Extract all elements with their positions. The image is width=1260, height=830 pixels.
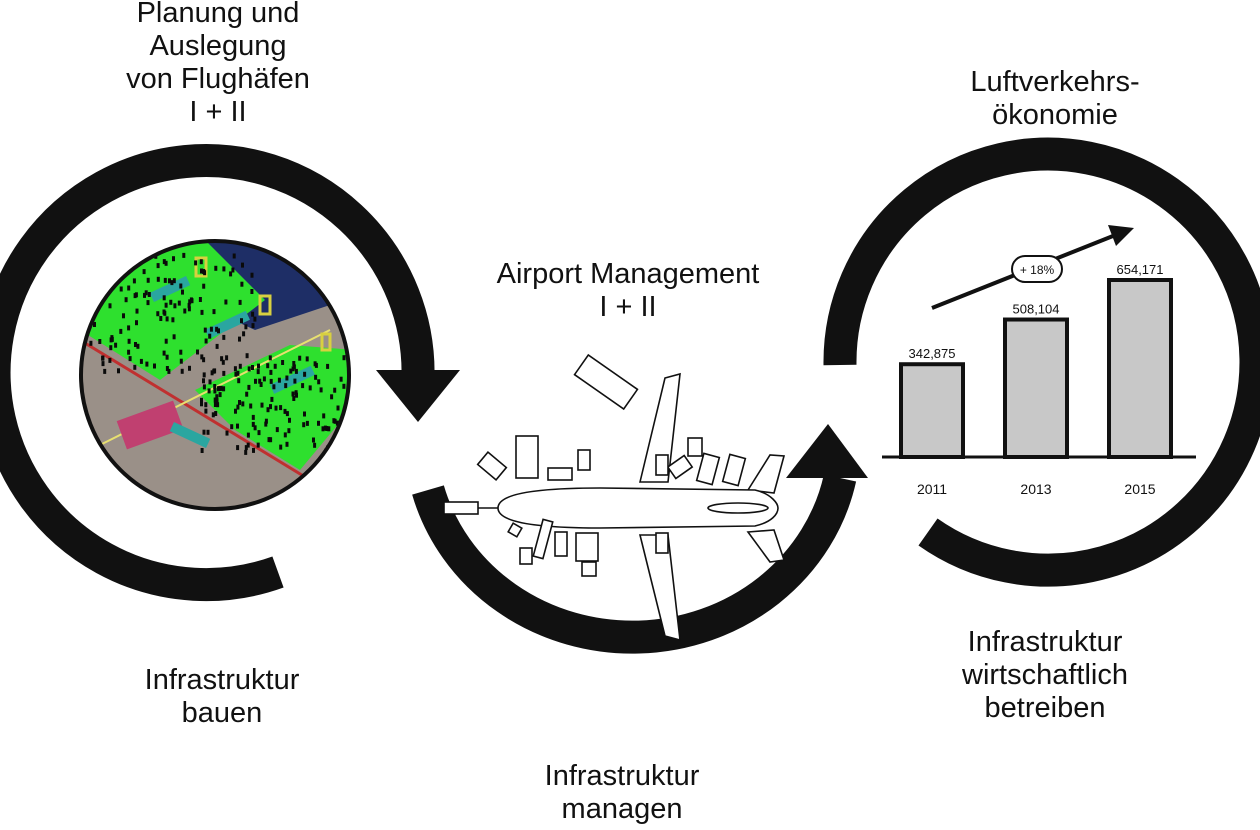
- left-title-line: I + II: [189, 96, 247, 128]
- left-title-line: Planung und: [136, 0, 300, 29]
- growth-badge-label: + 18%: [1020, 263, 1055, 277]
- left-cycle-caption: Infrastruktur bauen: [72, 664, 372, 730]
- growth-trend-arrow: + 18%: [931, 225, 1134, 310]
- bar-chart: 342,875 2011 508,104 2013 654,171 2015 + 18%: [882, 225, 1196, 497]
- bar-2011: [899, 362, 965, 459]
- left-cycle-title: Planung und Auslegung von Flughäfen I + …: [68, 0, 368, 129]
- right-caption-line: wirtschaftlich: [962, 659, 1128, 691]
- bar-2015: [1107, 278, 1173, 459]
- right-cycle-arrow: [823, 137, 1260, 587]
- right-title-line: ökonomie: [992, 99, 1118, 131]
- left-caption-line: Infrastruktur: [144, 664, 300, 696]
- middle-cycle-title: Airport Management I + II: [428, 258, 828, 324]
- middle-title-line: Airport Management: [496, 258, 760, 290]
- x-tick-label: 2015: [1124, 481, 1155, 497]
- middle-cycle-arrow: [412, 424, 868, 654]
- bar-2013: [1003, 317, 1069, 460]
- aircraft-apron-drawing: [443, 353, 786, 642]
- middle-cycle-caption: Infrastruktur managen: [472, 760, 772, 826]
- right-cycle-title: Luftverkehrs- ökonomie: [905, 66, 1205, 132]
- bar-value-label: 654,171: [1117, 262, 1164, 277]
- bar-value-label: 342,875: [909, 346, 956, 361]
- left-caption-line: bauen: [181, 697, 263, 729]
- middle-caption-line: managen: [561, 793, 683, 825]
- right-caption-line: Infrastruktur: [967, 626, 1123, 658]
- growth-badge: [1011, 255, 1063, 283]
- right-caption-line: betreiben: [984, 692, 1106, 724]
- x-tick-label: 2013: [1020, 481, 1051, 497]
- right-title-line: Luftverkehrs-: [970, 66, 1140, 98]
- left-title-line: Auslegung: [149, 30, 287, 62]
- middle-title-line: I + II: [599, 291, 657, 323]
- bar-value-label: 508,104: [1013, 302, 1060, 317]
- terminal-simulation-image: [79, 239, 351, 511]
- left-title-line: von Flughäfen: [126, 63, 310, 95]
- right-cycle-caption: Infrastruktur wirtschaftlich betreiben: [895, 626, 1195, 725]
- left-cycle-arrow: [0, 144, 460, 602]
- middle-caption-line: Infrastruktur: [544, 760, 700, 792]
- x-tick-label: 2011: [917, 481, 947, 497]
